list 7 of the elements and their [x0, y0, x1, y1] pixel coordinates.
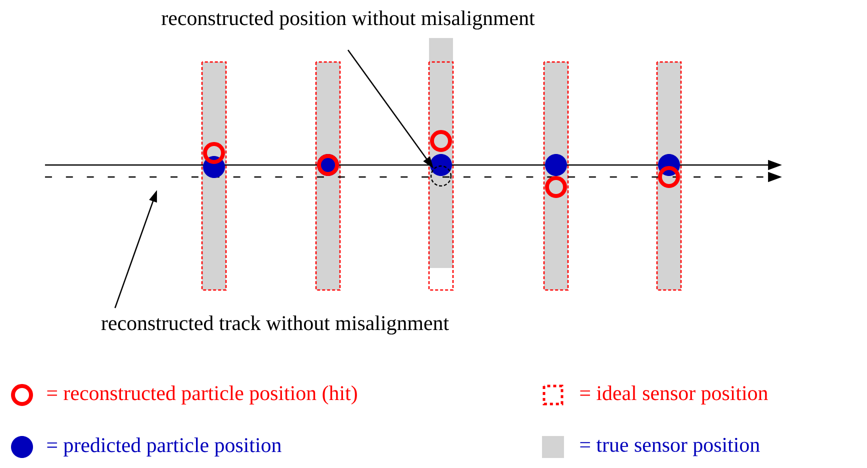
callout-text: reconstructed track without misalignment	[101, 315, 449, 334]
callout-text: reconstructed position without misalignment	[162, 10, 535, 30]
legend-text: = ideal sensor position	[580, 386, 768, 404]
legend-text: = reconstructed particle position (hit)	[47, 386, 357, 404]
legend-text: = predicted particle position	[47, 438, 282, 456]
dashed-circle	[430, 165, 452, 187]
legend-text: = true sensor position	[580, 438, 760, 456]
